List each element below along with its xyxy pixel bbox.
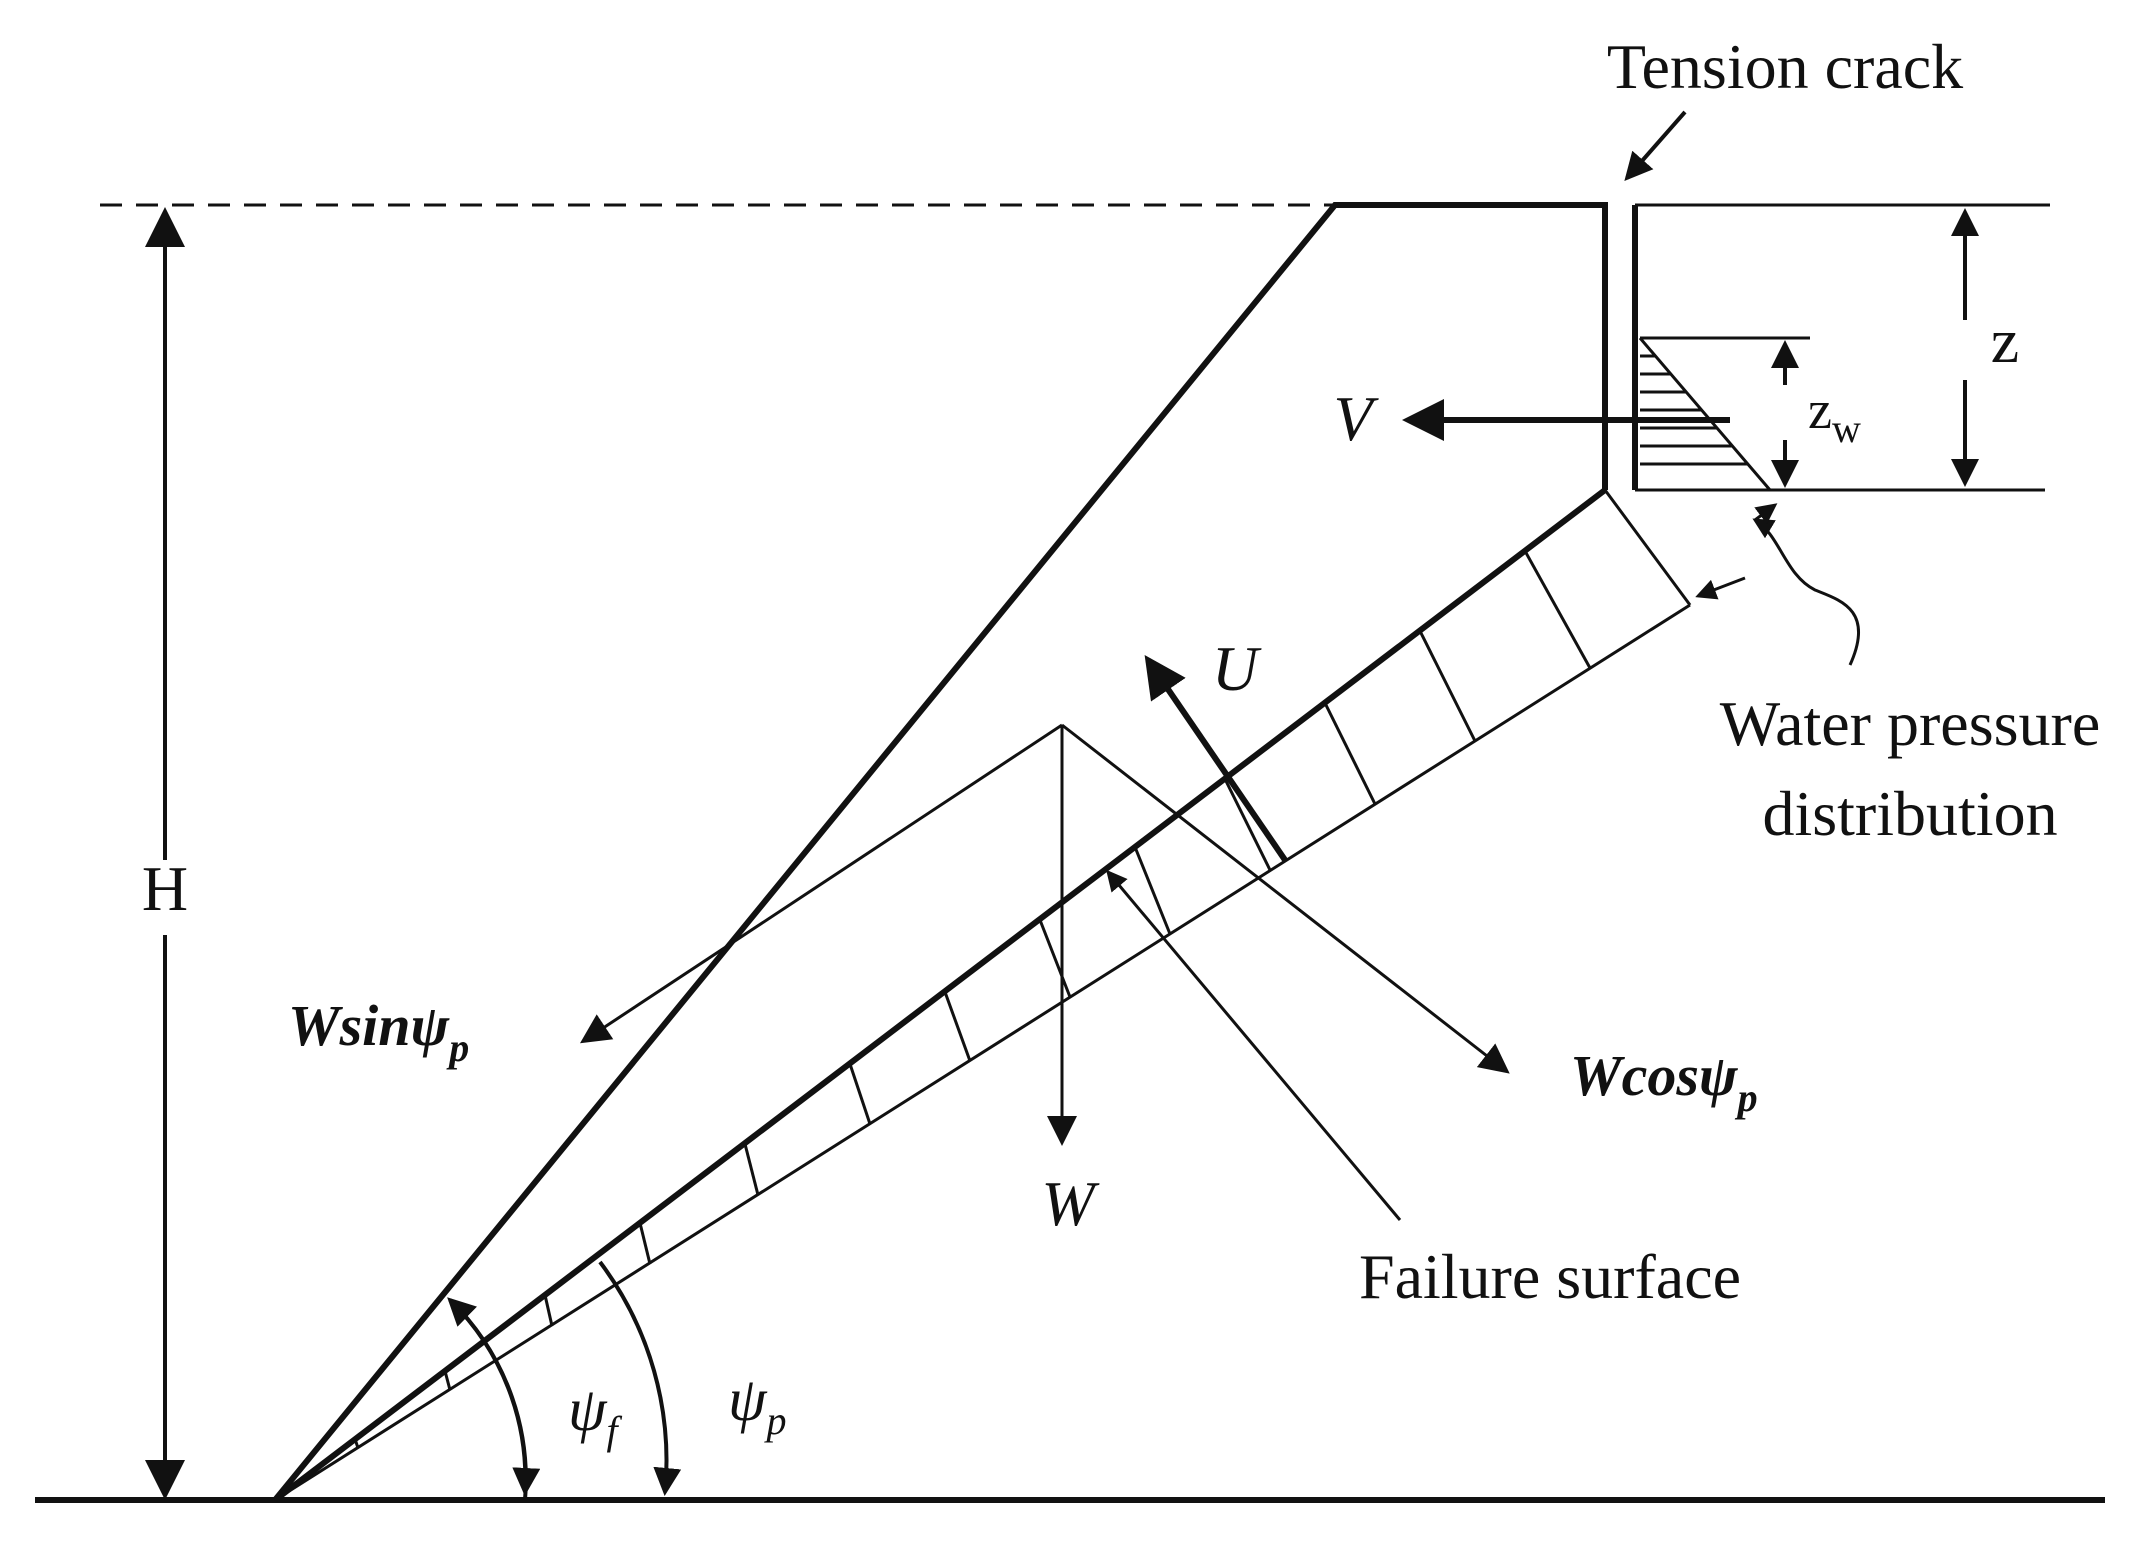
height-label: H bbox=[142, 853, 188, 924]
uplift-pressure-envelope bbox=[274, 603, 1691, 1502]
water-depth-label-main: z bbox=[1808, 380, 1832, 440]
psi-f-label-sub: f bbox=[607, 1408, 623, 1453]
psi-f-label-main: ψ bbox=[568, 1376, 608, 1444]
w-cos-label-main: Wcosψ bbox=[1570, 1043, 1739, 1108]
water-depth-label: zw bbox=[1808, 380, 1861, 451]
uplift-force-line bbox=[1144, 655, 1288, 862]
slope-face bbox=[272, 202, 1608, 1502]
water-pressure-pointer-crack bbox=[1754, 503, 1778, 525]
w-sin-arrow bbox=[579, 723, 1063, 1044]
water-pressure-pointer-envelope bbox=[1695, 576, 1746, 600]
water-pressure-label-line1: Water pressure bbox=[1720, 688, 2100, 759]
w-sin-label: Wsinψp bbox=[288, 993, 469, 1070]
psi-p-label-sub: p bbox=[764, 1398, 787, 1443]
failure-surface-pointer bbox=[1106, 869, 1402, 1221]
psi-f-label: ψf bbox=[568, 1376, 623, 1453]
water-pressure-label-line2: distribution bbox=[1762, 778, 2057, 849]
psi-f-arc-base bbox=[448, 1298, 541, 1496]
failure-plane bbox=[273, 487, 1607, 1503]
water-depth-label-sub: w bbox=[1832, 406, 1861, 451]
psi-p-label: ψp bbox=[728, 1366, 787, 1443]
crack-water-pressure bbox=[1638, 336, 1810, 491]
uplift-pressure-ticks bbox=[353, 489, 1692, 1449]
failure-surface-label: Failure surface bbox=[1359, 1241, 1741, 1312]
uplift-force-label: U bbox=[1212, 633, 1262, 704]
w-cos-arrow bbox=[1061, 723, 1510, 1074]
psi-p-arc bbox=[598, 1260, 682, 1496]
tension-crack-label: Tension crack bbox=[1607, 31, 1963, 102]
psi-p-label-main: ψ bbox=[728, 1366, 768, 1434]
w-cos-label-sub: p bbox=[1735, 1075, 1758, 1120]
w-sin-label-sub: p bbox=[446, 1025, 469, 1070]
w-cos-label: Wcosψp bbox=[1570, 1043, 1758, 1120]
water-force-label: V bbox=[1333, 383, 1379, 454]
crack-depth-label: z bbox=[1991, 305, 2019, 376]
w-sin-label-main: Wsinψ bbox=[288, 993, 451, 1058]
weight-label: W bbox=[1041, 1168, 1100, 1239]
tension-crack-pointer bbox=[1624, 110, 1687, 182]
water-pressure-pointer bbox=[1752, 518, 1861, 666]
